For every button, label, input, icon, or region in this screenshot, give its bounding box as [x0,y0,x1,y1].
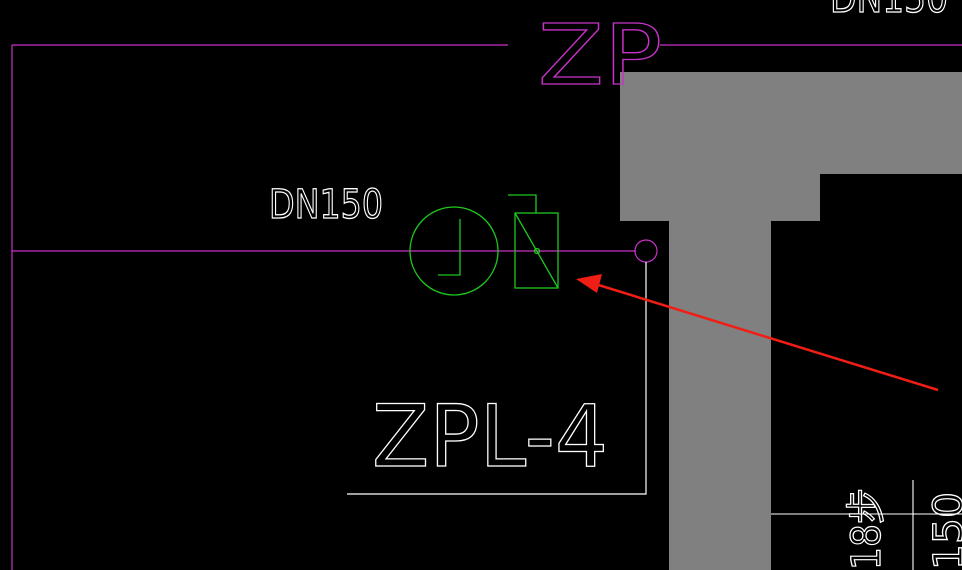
alarm-valve-icon [409,206,499,296]
flow-switch-icon [508,194,559,289]
pipe-size-top-right: DN150 [830,0,948,22]
stair-step-count: 18步 [844,488,890,570]
stair-step-size: 150 [926,492,962,570]
pipe-size-main: DN150 [269,182,383,228]
pipe-system-label: ZP [538,6,662,104]
structural-wall [620,72,962,570]
riser-leader-line [347,262,647,495]
red-arrow-icon [576,274,939,392]
riser-tag-label: ZPL-4 [372,387,608,487]
stair-annotation-lines [771,480,962,570]
pipe-network [11,44,962,570]
